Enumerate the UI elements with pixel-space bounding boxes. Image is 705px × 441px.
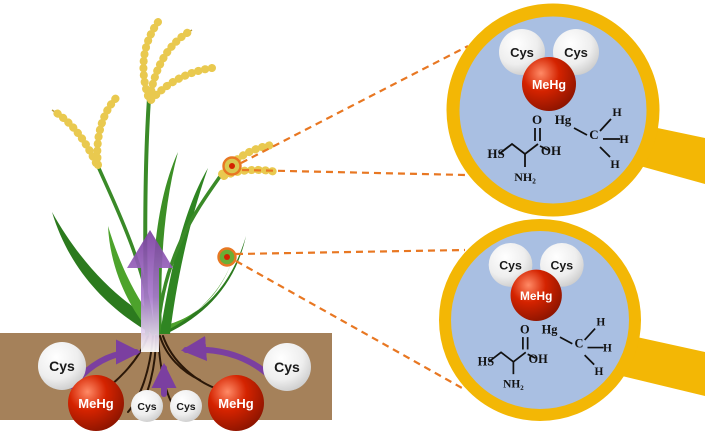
lens-bottom-cysteine-structure: HS O OH NH₂: [478, 322, 548, 390]
lens-top-mehg-sphere: [522, 57, 576, 111]
cys-small-label-left: Cys: [137, 401, 156, 413]
h-bottom-label: H: [610, 157, 620, 171]
nh2-label: NH₂: [514, 170, 536, 184]
magnifier-bottom-content: Cys Cys MeHg HS O OH NH₂ Hg C H H H: [478, 243, 612, 390]
lens-bottom-mehg-structure: Hg C H H H: [542, 317, 612, 378]
mehg-sphere-left: [68, 375, 124, 431]
callout-bottom-upper: [235, 248, 466, 256]
h-right-label: H: [619, 132, 629, 146]
cys-small-label-right: Cys: [176, 401, 195, 413]
cys-label-right: Cys: [274, 359, 300, 375]
o-label: O: [520, 322, 530, 336]
h-right-label: H: [603, 342, 612, 354]
sample-spot-leaf: [217, 247, 237, 267]
c-label: C: [574, 337, 583, 351]
lens-top-cysteine-structure: HS O OH NH₂: [487, 112, 561, 184]
callout-lines: [235, 45, 469, 389]
callout-bottom-lower: [235, 260, 463, 389]
rice-plant: [48, 18, 280, 336]
sample-spot-grain: [222, 156, 242, 176]
lens-bottom-mehg-label: MeHg: [520, 289, 552, 303]
oh-label: OH: [528, 352, 548, 366]
callout-top-lower: [241, 168, 467, 177]
hs-label: HS: [487, 146, 504, 161]
mehg-sphere-right: [208, 375, 264, 431]
cys-small-sphere-right: [170, 390, 202, 422]
lens-top-cys-label-right: Cys: [564, 45, 588, 60]
callout-top-upper: [240, 45, 469, 164]
hg-label: Hg: [542, 322, 559, 336]
hg-label: Hg: [555, 112, 572, 127]
soil-molecules: Cys Cys MeHg MeHg Cys Cys: [38, 342, 311, 431]
h-top-label: H: [612, 105, 622, 119]
lens-top-mehg-label: MeHg: [532, 78, 566, 92]
leaf-upright-tall: [160, 168, 208, 334]
magnifier-top-handle: [640, 126, 705, 184]
leaf-center-tall: [152, 152, 178, 334]
h-top-label: H: [596, 317, 605, 329]
stem-right: [156, 173, 223, 336]
magnifier-bottom-handle: [622, 336, 705, 396]
lens-top-cys-label-left: Cys: [510, 45, 534, 60]
lens-bottom-cys-label-right: Cys: [551, 259, 574, 273]
cys-label-left: Cys: [49, 358, 75, 374]
c-label: C: [589, 127, 598, 142]
nh2-label: NH₂: [503, 378, 524, 390]
mehg-label-right: MeHg: [218, 396, 253, 411]
mehg-label-left: MeHg: [78, 396, 113, 411]
h-bottom-label: H: [594, 366, 603, 378]
sample-spot-leaf-dot: [224, 254, 230, 260]
cys-small-sphere-left: [131, 390, 163, 422]
sample-spot-grain-dot: [229, 163, 235, 169]
translocation-arrow: [127, 230, 173, 352]
oh-label: OH: [541, 143, 561, 158]
lens-bottom-cys-label-left: Cys: [499, 259, 522, 273]
magnifier-top-content: Cys Cys MeHg HS O OH NH₂ Hg C H H H: [487, 29, 629, 184]
o-label: O: [532, 112, 542, 127]
lens-bottom-mehg-sphere: [510, 269, 562, 321]
cys-sphere-right: [263, 343, 311, 391]
hs-label: HS: [478, 355, 495, 369]
lens-top-mehg-structure: Hg C H H H: [555, 105, 630, 171]
cys-sphere-left: [38, 342, 86, 390]
